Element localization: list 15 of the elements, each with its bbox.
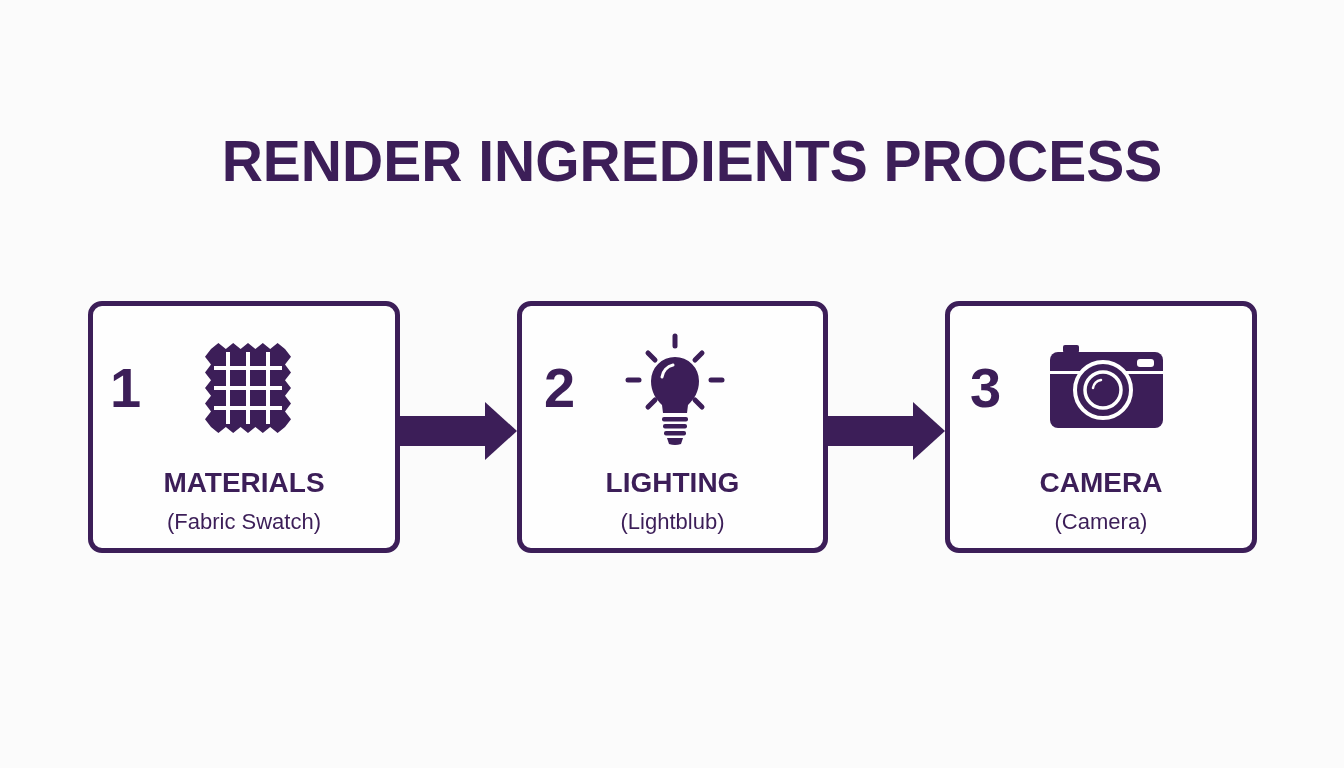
- step-title: CAMERA: [1039, 469, 1163, 497]
- step-box: [88, 301, 400, 553]
- step-title: LIGHTING: [605, 469, 740, 497]
- step-caption: (Camera): [1054, 510, 1148, 535]
- step-box: [945, 301, 1257, 553]
- step-number: 2: [544, 360, 576, 416]
- arrow: [828, 402, 945, 460]
- step-box: [517, 301, 828, 553]
- step-caption: (Lightblub): [620, 510, 725, 535]
- arrow: [400, 402, 517, 460]
- step-number: 3: [970, 360, 1002, 416]
- step-number: 1: [110, 360, 142, 416]
- step-caption: (Fabric Swatch): [167, 510, 321, 535]
- diagram-title: RENDER INGREDIENTS PROCESS: [221, 133, 1163, 190]
- step-title: MATERIALS: [163, 469, 325, 497]
